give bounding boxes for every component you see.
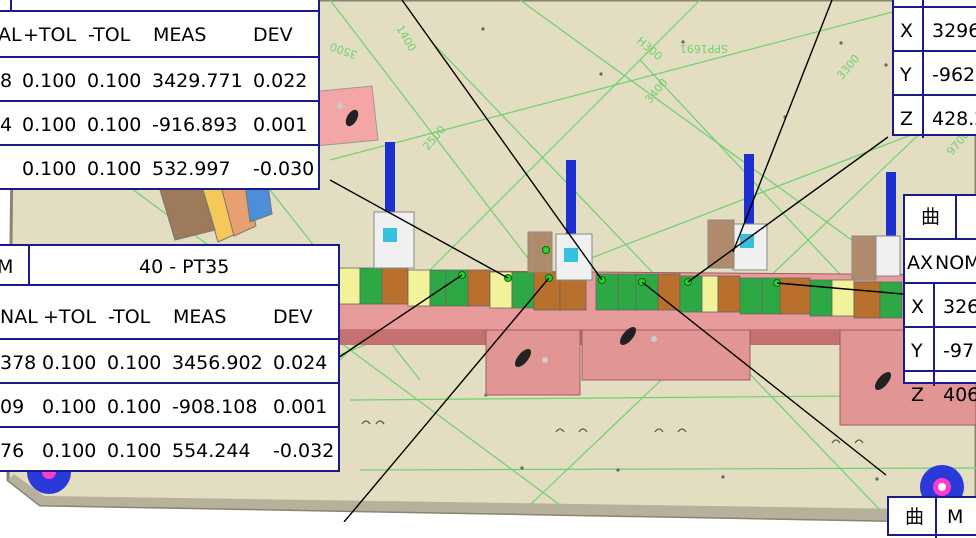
table-row-separator xyxy=(0,100,318,102)
leader-lines xyxy=(329,0,904,522)
cell-minus-tol: 0.100 xyxy=(87,70,142,92)
cell-nominal: -962 xyxy=(932,64,976,86)
table-row-separator xyxy=(0,426,338,428)
col-header-minus-tol: -TOL xyxy=(88,24,131,46)
drawing-label: SPP1691 xyxy=(680,42,728,55)
table-row-separator xyxy=(0,382,338,384)
cell-plus-tol: 0.100 xyxy=(42,352,97,374)
cell-minus-tol: 0.100 xyxy=(87,158,142,180)
cell-dev: -0.032 xyxy=(273,440,335,462)
axis-label: Z xyxy=(911,384,925,406)
table-row-separator xyxy=(905,238,976,240)
table-row-separator xyxy=(894,50,976,52)
cell-dev: 0.001 xyxy=(273,396,328,418)
table-divider xyxy=(955,196,957,240)
cell-dev: 0.024 xyxy=(273,352,328,374)
cell-nominal: 8 xyxy=(0,70,13,92)
axis-label: Z xyxy=(900,108,914,130)
cell-plus-tol: 0.100 xyxy=(22,70,77,92)
measurement-table-2: M 40 - PT35 NAL +TOL -TOL MEAS DEV 378 0… xyxy=(0,244,340,472)
cell-nominal: -971 xyxy=(943,340,976,362)
table-divider xyxy=(28,246,30,286)
table-header-icon[interactable]: 曲 xyxy=(921,206,941,228)
cell-plus-tol: 0.100 xyxy=(42,396,97,418)
axis-label: Y xyxy=(911,340,923,362)
clamp-posts xyxy=(373,142,901,281)
measurement-table-3: X 3296 Y -962 Z 428.2 xyxy=(892,0,976,138)
cell-meas: 532.997 xyxy=(152,158,231,180)
table-header-icon[interactable]: 曲 xyxy=(905,506,925,528)
col-header-axis: AX xyxy=(907,252,934,274)
col-header-plus-tol: +TOL xyxy=(23,24,77,46)
cell-nominal: 3296 xyxy=(932,20,976,42)
col-header-nominal: NOM xyxy=(935,252,976,274)
measurement-table-1: AL +TOL -TOL MEAS DEV 8 0.100 0.100 3429… xyxy=(0,0,320,190)
plate-arc-marks xyxy=(361,420,864,444)
cell-dev: 0.022 xyxy=(253,70,308,92)
cell-dev: -0.030 xyxy=(253,158,315,180)
table-row-separator xyxy=(905,326,976,328)
axis-label: X xyxy=(900,20,914,42)
table-row-separator xyxy=(0,10,318,12)
cell-nominal: 428.2 xyxy=(932,108,976,130)
cell-plus-tol: 0.100 xyxy=(22,158,77,180)
axis-label: Y xyxy=(900,64,912,86)
cell-meas: 554.244 xyxy=(172,440,251,462)
cell-nominal: 76 xyxy=(0,440,25,462)
col-header-dev: DEV xyxy=(253,24,293,46)
col-header-plus-tol: +TOL xyxy=(43,306,97,328)
cell-meas: -908.108 xyxy=(172,396,258,418)
col-header-nominal: NAL xyxy=(0,306,38,328)
cell-nominal: 4 xyxy=(0,114,13,136)
col-header-nominal: AL xyxy=(0,24,22,46)
cell-nominal: 3268 xyxy=(943,296,976,318)
table-title: 40 - PT35 xyxy=(139,256,230,278)
cell-meas: 3456.902 xyxy=(172,352,263,374)
table-row-separator xyxy=(0,338,338,340)
table-divider xyxy=(933,282,935,386)
measurement-table-5: 曲 M xyxy=(887,496,976,538)
table-row-separator xyxy=(0,56,318,58)
table-row-separator xyxy=(0,144,318,146)
cell-minus-tol: 0.100 xyxy=(87,114,142,136)
cell-minus-tol: 0.100 xyxy=(107,440,162,462)
table-divider xyxy=(10,0,12,12)
cell-plus-tol: 0.100 xyxy=(42,440,97,462)
measurement-table-4: 曲 AX NOM X 3268 Y -971 Z 406. xyxy=(903,194,976,405)
cell-minus-tol: 0.100 xyxy=(107,352,162,374)
table-row-separator xyxy=(905,282,976,284)
cell-plus-tol: 0.100 xyxy=(22,114,77,136)
col-header-minus-tol: -TOL xyxy=(108,306,151,328)
cell-nominal: 406. xyxy=(943,384,976,406)
table-row-separator xyxy=(894,6,976,8)
table-divider xyxy=(922,0,924,138)
cell-meas: -916.893 xyxy=(152,114,238,136)
table-row-separator xyxy=(0,284,338,286)
table-title-left: M xyxy=(947,506,964,528)
table-title-left: M xyxy=(0,256,14,278)
clamp-block-left xyxy=(309,85,379,147)
cell-meas: 3429.771 xyxy=(152,70,243,92)
axis-label: X xyxy=(911,296,925,318)
col-header-meas: MEAS xyxy=(173,306,227,328)
cell-dev: 0.001 xyxy=(253,114,308,136)
cell-nominal: 09 xyxy=(0,396,25,418)
col-header-dev: DEV xyxy=(273,306,313,328)
table-row-separator xyxy=(905,370,976,372)
col-header-meas: MEAS xyxy=(153,24,207,46)
table-divider xyxy=(935,498,937,538)
table-row-separator xyxy=(894,94,976,96)
fixture-base-plate-edge xyxy=(8,474,976,522)
cell-nominal: 378 xyxy=(0,352,37,374)
cell-minus-tol: 0.100 xyxy=(107,396,162,418)
